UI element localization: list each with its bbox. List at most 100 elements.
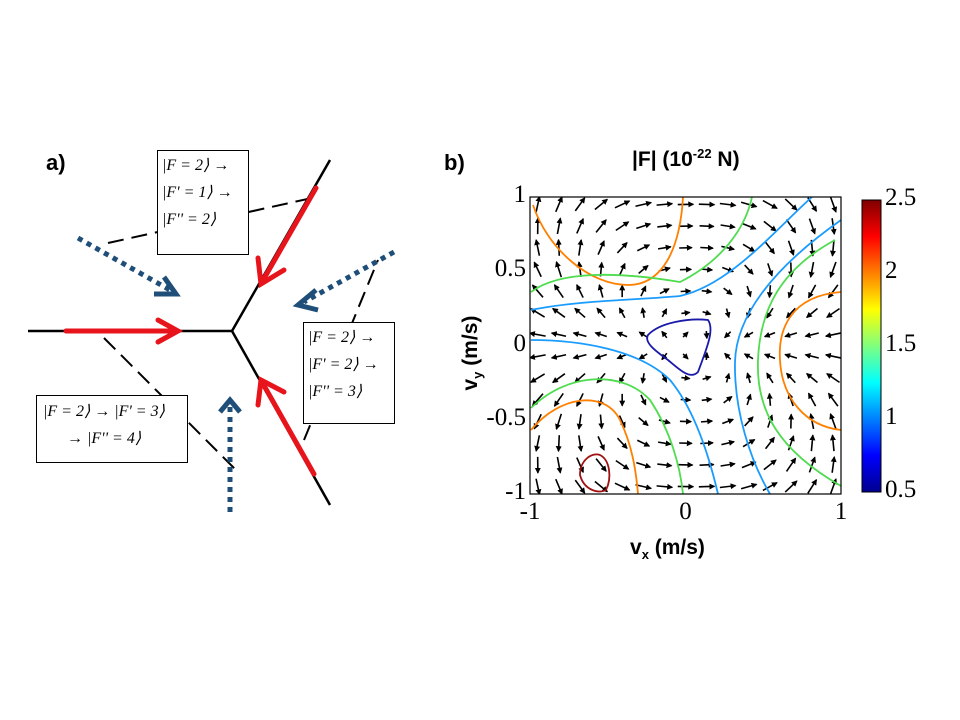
ket-box-right: |F = 2⟩ → |F' = 2⟩ → |F'' = 3⟩ xyxy=(303,322,395,424)
ket-right-line-3: |F'' = 3⟩ xyxy=(308,383,363,400)
force-arrow xyxy=(657,244,672,251)
y-axis-label-main: v xyxy=(458,378,482,391)
colorbar-tick-label: 0.5 xyxy=(885,476,917,503)
force-arrow xyxy=(719,483,737,490)
blue-beam-top-right xyxy=(302,249,396,305)
force-arrow xyxy=(721,439,735,446)
force-arrow xyxy=(766,285,773,299)
contour-orange-top xyxy=(532,197,684,286)
force-arrow xyxy=(640,394,647,406)
contour-lightblue-bottom xyxy=(530,339,719,494)
force-arrow xyxy=(577,435,584,452)
force-arrow xyxy=(784,353,798,359)
force-arrow xyxy=(638,353,648,360)
force-arrow xyxy=(681,374,691,381)
force-arrow xyxy=(682,331,689,338)
force-arrow xyxy=(535,197,542,213)
force-arrow xyxy=(701,288,713,295)
force-arrow xyxy=(699,223,715,230)
ket-box-top: |F = 2⟩ → |F' = 1⟩ → |F'' = 2⟩ xyxy=(157,150,249,255)
force-arrow xyxy=(804,352,819,359)
red-beam-lower-head xyxy=(255,376,287,408)
force-arrow xyxy=(829,261,837,278)
force-arrow xyxy=(744,264,754,275)
ket-left-line-1: |F = 2⟩ → |F' = 3⟩ xyxy=(43,403,165,420)
contour-lines xyxy=(530,197,841,494)
force-arrow xyxy=(744,416,754,427)
force-arrow xyxy=(700,440,714,447)
ket-top-line-3: |F'' = 2⟩ xyxy=(162,211,217,228)
force-arrow xyxy=(576,393,584,407)
force-arrow xyxy=(808,413,815,430)
force-arrow xyxy=(764,241,775,255)
force-arrow xyxy=(807,392,817,407)
blue-beam-top-left-head xyxy=(154,275,181,297)
force-arrow xyxy=(702,309,712,316)
force-arrow xyxy=(787,284,794,299)
force-arrow xyxy=(636,244,651,252)
ket-box-left: |F = 2⟩ → |F' = 3⟩ → |F'' = 4⟩ xyxy=(36,395,188,463)
force-arrow xyxy=(826,307,840,318)
force-arrow xyxy=(534,435,541,452)
red-beam-lower xyxy=(259,379,317,477)
force-arrow xyxy=(555,413,563,431)
force-arrow xyxy=(616,437,628,450)
colorbar-tick-label: 1 xyxy=(885,403,898,430)
force-arrow xyxy=(702,375,712,382)
force-arrow xyxy=(596,307,606,319)
force-arrow xyxy=(656,483,674,490)
force-arrow xyxy=(763,459,777,471)
force-arrow xyxy=(808,218,816,235)
beam-diagram xyxy=(28,159,396,512)
force-arrow xyxy=(636,439,651,447)
force-arrow xyxy=(658,418,671,425)
force-arrow xyxy=(784,198,798,211)
x-axis-label-sub: x xyxy=(641,547,649,563)
force-arrow xyxy=(615,459,630,470)
force-arrow xyxy=(640,373,647,384)
red-beam-left-head xyxy=(155,317,184,345)
force-arrow xyxy=(638,331,648,338)
force-arrow xyxy=(680,396,692,403)
force-arrow xyxy=(659,288,670,295)
force-arrow xyxy=(762,482,778,492)
force-arrow xyxy=(661,373,668,383)
force-arrow xyxy=(657,440,672,447)
panel-b-label: b) xyxy=(444,150,465,175)
plot-frame xyxy=(529,196,842,495)
force-arrow xyxy=(552,307,566,318)
force-arrow xyxy=(597,393,604,407)
force-arrow xyxy=(766,392,773,406)
force-arrow xyxy=(762,199,778,209)
x-axis-label-unit: (m/s) xyxy=(648,536,705,559)
force-arrow xyxy=(786,307,796,319)
force-arrow xyxy=(764,436,775,450)
force-arrow xyxy=(767,414,774,428)
force-arrow xyxy=(682,353,689,360)
force-arrow xyxy=(804,332,819,339)
force-arrow xyxy=(743,353,754,360)
force-arrow xyxy=(740,201,758,209)
force-arrow xyxy=(572,331,587,338)
force-arrow xyxy=(640,285,647,297)
force-arrow xyxy=(618,307,626,319)
force-arrow xyxy=(636,461,652,469)
contour-green-bottom xyxy=(530,378,684,494)
force-arrow xyxy=(614,482,631,491)
plot-title-unit: N) xyxy=(711,148,740,171)
force-arrow xyxy=(576,261,583,278)
force-arrow xyxy=(555,435,562,453)
y-tick-label: -0.5 xyxy=(486,403,526,431)
force-arrow xyxy=(640,307,647,318)
force-arrow xyxy=(657,462,673,469)
force-arrow xyxy=(616,331,628,338)
force-arrow xyxy=(576,217,584,234)
contour-green-top xyxy=(530,197,753,293)
force-arrow xyxy=(572,353,587,360)
y-tick-label: 0 xyxy=(513,329,527,357)
y-tick-label: -1 xyxy=(505,478,526,505)
force-arrow xyxy=(594,331,608,338)
force-arrow xyxy=(555,478,563,494)
force-arrow xyxy=(746,285,752,298)
